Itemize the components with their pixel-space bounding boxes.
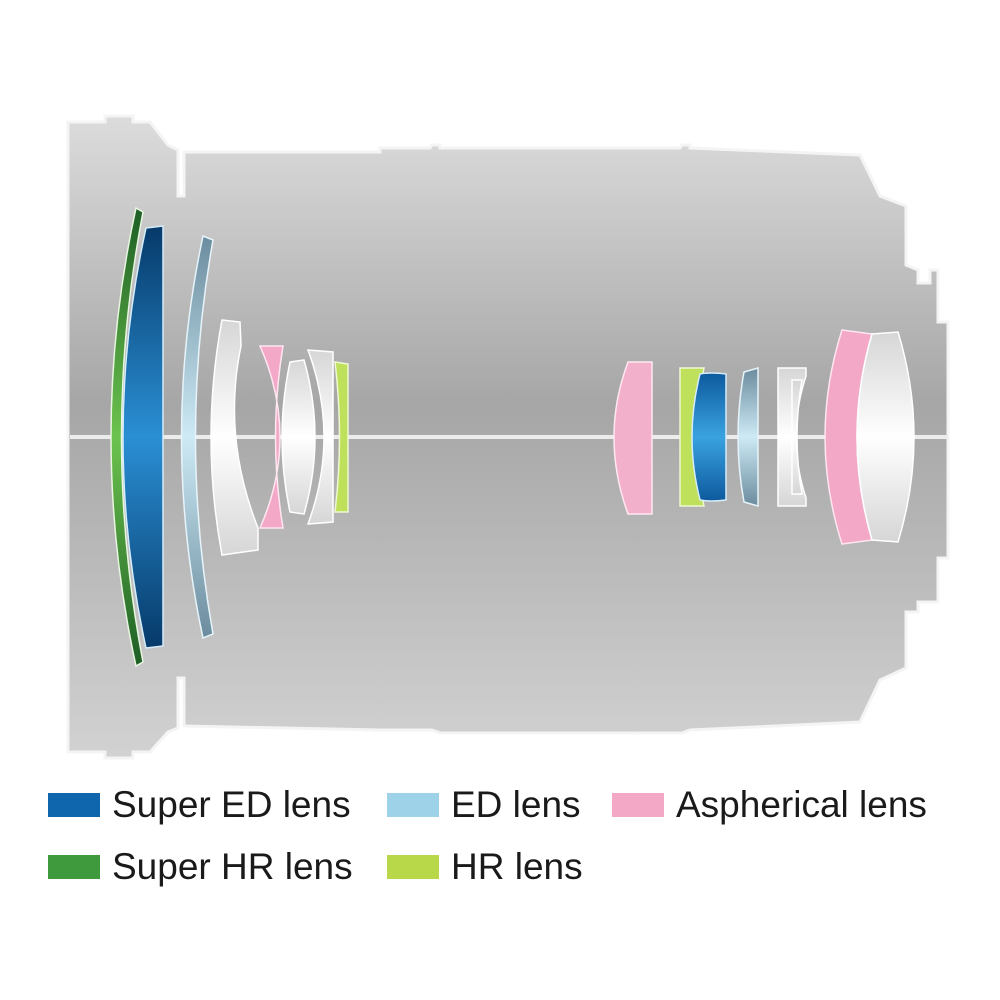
plain-element-6 [856,331,915,543]
plain-element-2 [281,359,316,515]
legend-item-super-ed: Super ED lens [48,775,351,835]
legend-item-super-hr: Super HR lens [48,837,353,897]
lens-cross-section-diagram [66,114,950,760]
hr-swatch [387,855,439,879]
aspherical-element-1 [258,345,284,529]
legend-label-hr: HR lens [451,846,583,887]
legend-item-hr: HR lens [387,837,583,897]
super-ed-swatch [48,793,100,817]
legend-item-aspherical: Aspherical lens [612,775,927,835]
ed-swatch [387,793,439,817]
legend-label-super-ed: Super ED lens [112,784,351,825]
legend-label-aspherical: Aspherical lens [676,784,927,825]
legend-label-super-hr: Super HR lens [112,846,353,887]
super-hr-front-element [110,206,144,668]
plain-element-1 [210,319,259,556]
super-ed-front-element [122,225,164,649]
plain-element-5 [791,379,803,495]
legend-item-ed: ED lens [387,775,581,835]
ed-front-element [180,234,214,640]
plain-element-3 [306,349,334,525]
hr-element-1 [334,361,349,513]
legend: Super ED lens ED lens Aspherical lens Su… [0,775,1000,905]
legend-label-ed: ED lens [451,784,581,825]
super-ed-rear-element [691,372,727,502]
aspherical-swatch [612,793,664,817]
super-hr-swatch [48,855,100,879]
aspherical-element-2 [613,361,653,515]
ed-rear-element [737,367,759,507]
